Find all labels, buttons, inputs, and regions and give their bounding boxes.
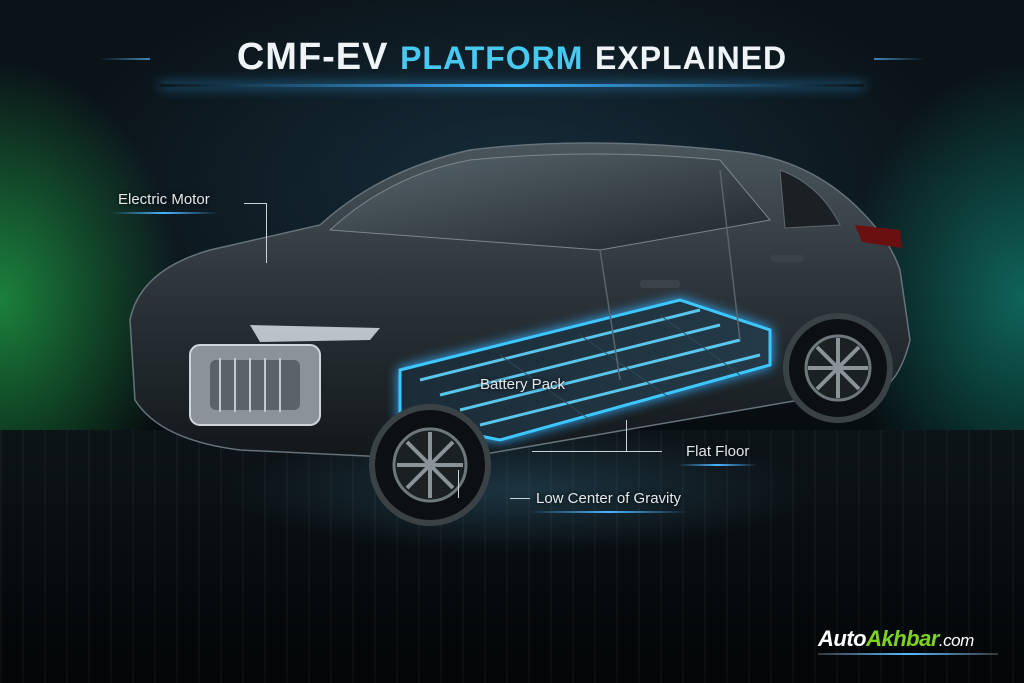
callout-label: Flat Floor [686,443,750,460]
title-part-3: EXPLAINED [595,40,788,76]
callout-label: Low Center of Gravity [536,490,682,507]
label-glow [678,464,758,466]
autoakhbar-logo: AutoAkhbar.com [818,626,974,652]
callout-label: Electric Motor [118,191,210,208]
logo-part-auto: Auto [818,626,867,651]
label-glow [528,511,690,513]
logo-part-domain: .com [938,631,974,650]
flat-floor-leader-v [626,420,627,451]
logo-part-akhbar: Akhbar [866,626,939,651]
electric-motor-leader-h [244,203,266,204]
low-cog-leader-h [510,498,530,499]
logo-underline [818,653,998,655]
title-part-2: PLATFORM [400,40,584,76]
callout-flat-floor: Flat Floor [678,443,758,466]
low-cog-leader-v [458,470,459,498]
callout-electric-motor: Electric Motor [110,191,218,214]
electric-motor-leader-v [266,203,267,263]
flat-floor-leader-h [532,451,662,452]
title-part-1: CMF-EV [236,36,389,78]
car-cutaway-illustration [129,142,911,526]
callout-battery-pack: Battery Pack [480,376,565,393]
label-glow [110,212,218,214]
callout-label: Battery Pack [480,376,566,393]
title-left-rule [100,58,150,60]
callout-low-center-of-gravity: Low Center of Gravity [528,490,690,513]
title-underline [160,84,864,87]
page-title: CMF-EV PLATFORM EXPLAINED [0,36,1024,79]
reflective-floor [0,430,1024,683]
